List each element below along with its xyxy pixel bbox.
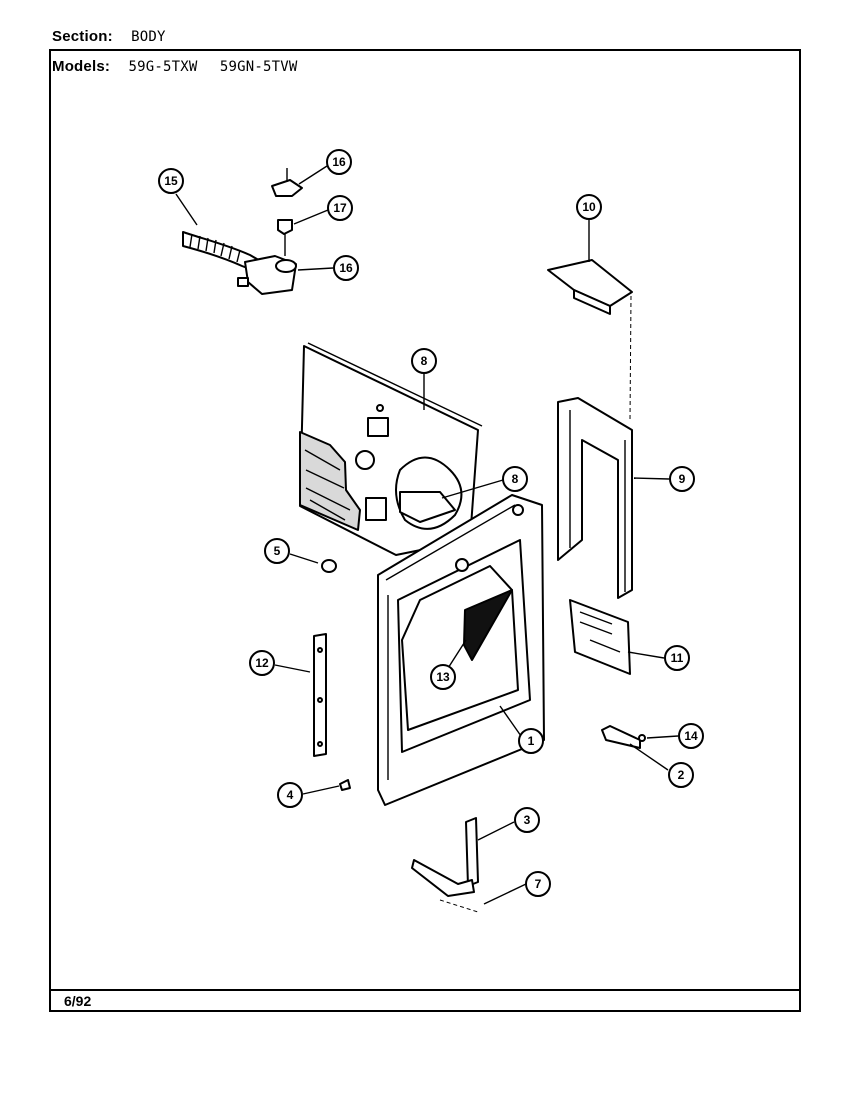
callout-3: 3 [514,807,540,833]
callout-15: 15 [158,168,184,194]
callout-13: 13 [430,664,456,690]
svg-text:16: 16 [339,261,353,275]
drain-hose-assembly [182,168,303,295]
callout-16: 16 [333,255,359,281]
section-value: BODY [131,29,166,45]
svg-text:2: 2 [678,768,685,782]
svg-text:1: 1 [528,734,535,748]
small-bracket [601,725,646,749]
callout-17: 17 [327,195,353,221]
model-number: 59GN-5TVW [219,59,298,75]
leg-assembly [411,817,479,913]
svg-text:3: 3 [524,813,531,827]
revision-date: 6/92 [64,993,92,1009]
svg-text:11: 11 [671,651,684,665]
side-bracket [557,397,633,599]
callout-10: 10 [576,194,602,220]
callout-11: 11 [664,645,690,671]
models-row: Models: 59G-5TXW 59GN-5TVW [52,58,316,75]
svg-text:4: 4 [287,788,294,802]
svg-text:10: 10 [582,200,596,214]
top-cover [547,259,633,421]
section-row: Section: BODY [52,28,184,45]
callout-5: 5 [264,538,290,564]
label-plate [569,599,631,675]
callout-14: 14 [678,723,704,749]
section-label: Section: [52,28,113,45]
svg-text:16: 16 [332,155,346,169]
svg-text:13: 13 [436,670,450,684]
rear-panel [299,342,483,556]
svg-text:14: 14 [684,729,698,743]
svg-text:15: 15 [164,174,178,188]
callout-8: 8 [411,348,437,374]
callout-8: 8 [502,466,528,492]
diagram-frame [49,49,801,1012]
svg-text:17: 17 [333,201,347,215]
screw [339,779,351,791]
svg-text:12: 12 [255,656,269,670]
svg-text:7: 7 [535,877,542,891]
callout-1: 1 [518,728,544,754]
hole-plug [321,559,337,573]
callout-4: 4 [277,782,303,808]
callout-2: 2 [668,762,694,788]
model-number: 59G-5TXW [128,59,198,75]
callout-9: 9 [669,466,695,492]
footer-divider [49,989,801,991]
callout-16: 16 [326,149,352,175]
callout-12: 12 [249,650,275,676]
mounting-strip [313,633,327,757]
svg-text:5: 5 [274,544,281,558]
callout-7: 7 [525,871,551,897]
svg-text:8: 8 [421,354,428,368]
cabinet-frame [377,494,545,806]
models-label: Models: [52,58,111,75]
svg-text:9: 9 [679,472,686,486]
svg-text:8: 8 [512,472,519,486]
